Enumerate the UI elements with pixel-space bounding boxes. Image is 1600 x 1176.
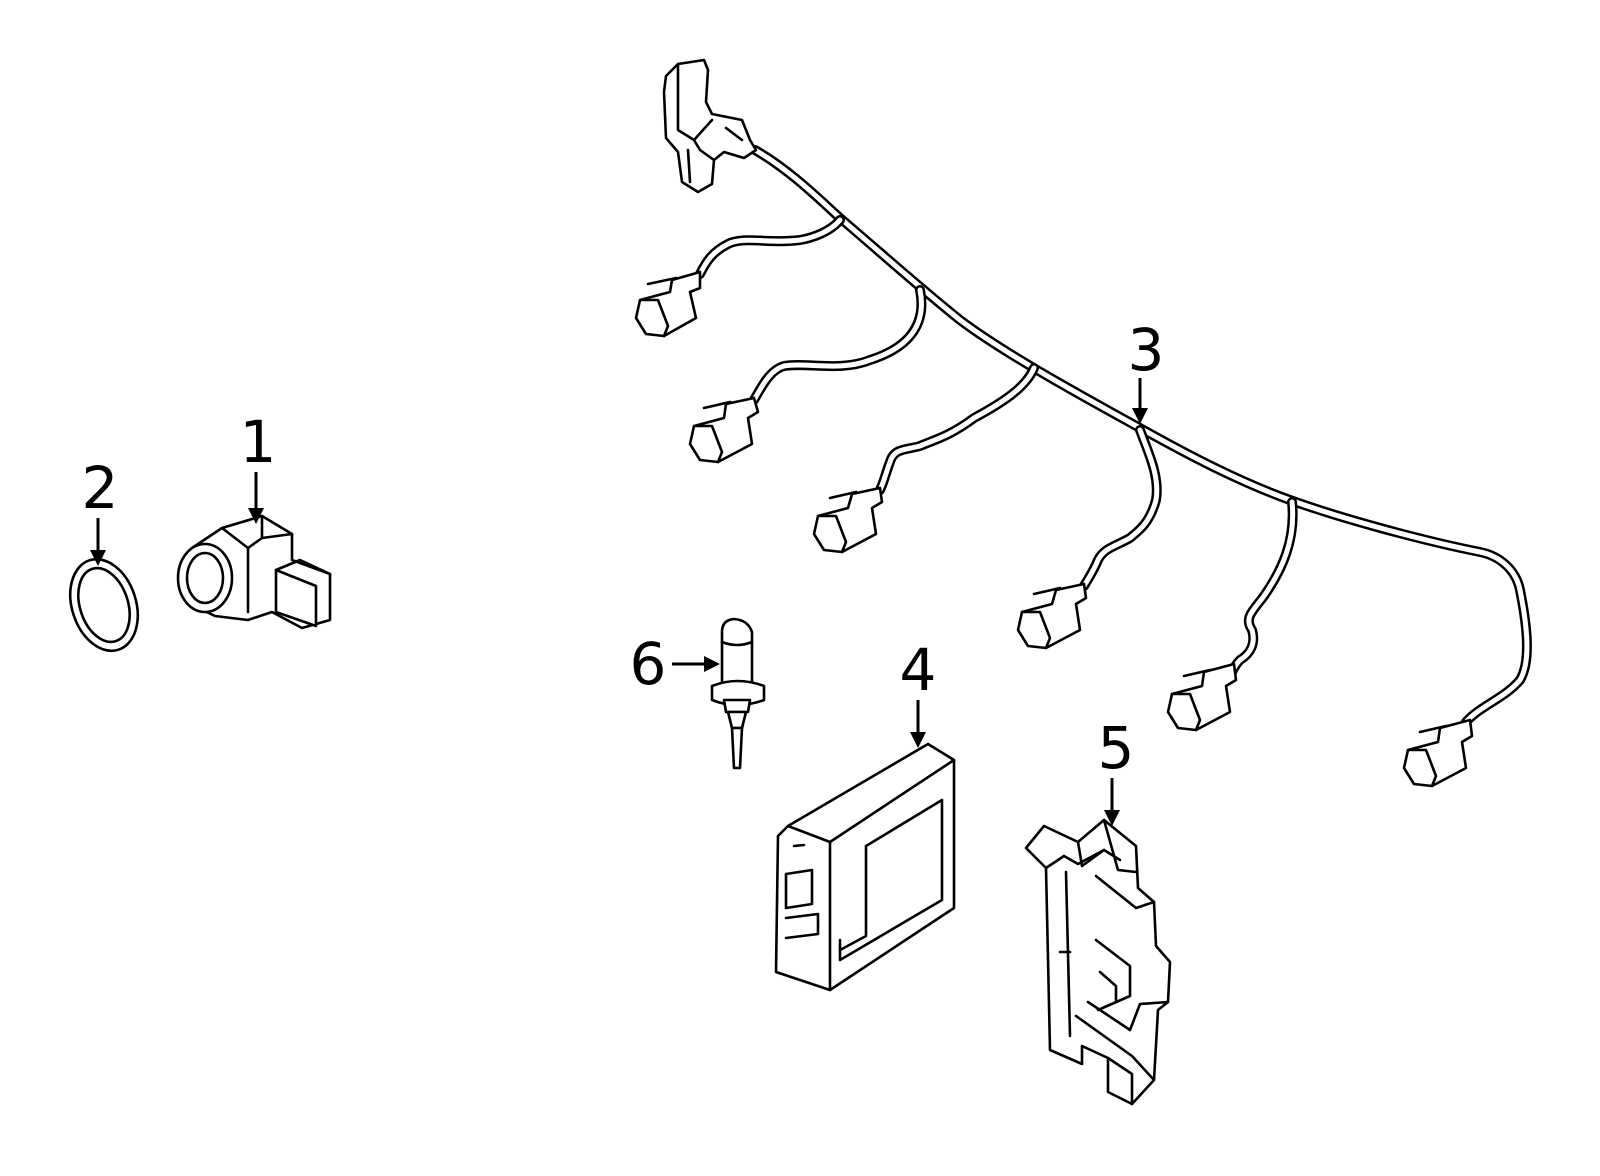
callout-3: 3 — [1128, 316, 1165, 424]
part-6-temperature-sensor — [710, 617, 766, 770]
part-5-bracket — [1024, 818, 1172, 1106]
callout-2-number: 2 — [82, 454, 119, 522]
callout-5-number: 5 — [1098, 714, 1135, 782]
callout-6-number: 6 — [630, 630, 667, 698]
part-4-control-module — [774, 742, 956, 992]
callout-1: 1 — [240, 408, 277, 524]
part-3-wiring-harness — [634, 58, 1532, 788]
harness-connector-3 — [812, 486, 884, 554]
callout-4-number: 4 — [900, 636, 937, 704]
callout-5: 5 — [1098, 714, 1135, 826]
harness-connector-4 — [1016, 582, 1088, 650]
callout-1-number: 1 — [240, 408, 277, 476]
callout-6: 6 — [630, 630, 720, 698]
callout-4: 4 — [900, 636, 937, 748]
callout-2: 2 — [82, 454, 119, 566]
part-1-parking-sensor — [176, 514, 332, 630]
harness-connector-1 — [634, 270, 702, 338]
part-2-retaining-ring — [68, 557, 140, 653]
harness-connector-5 — [1166, 662, 1238, 732]
harness-connector-2 — [688, 396, 760, 464]
callout-3-number: 3 — [1128, 316, 1165, 384]
harness-connector-6 — [1402, 718, 1474, 788]
